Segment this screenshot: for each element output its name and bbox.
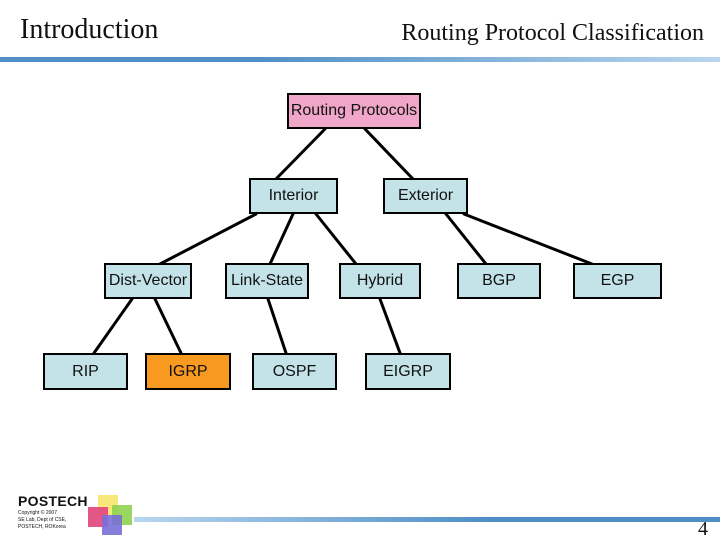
top-divider <box>0 57 720 62</box>
postech-logo: POSTECH Copyright © 2007 SE Lab, Dept of… <box>14 493 144 538</box>
slide-title: Routing Protocol Classification <box>401 20 704 46</box>
copyright-line-2: SE Lab, Dept of CSE, <box>18 517 67 523</box>
copyright-line-1: Copyright © 2007 <box>18 510 57 516</box>
edge-hybrid-eigrp <box>378 297 402 355</box>
edge-exterior-egp <box>462 212 594 266</box>
edge-interior-distvector <box>158 212 258 266</box>
edge-exterior-bgp <box>444 212 488 266</box>
logo-squares-icon <box>86 493 136 538</box>
logo-text: POSTECH <box>18 493 88 509</box>
page-number: 4 <box>698 518 708 540</box>
edge-root-exterior <box>363 127 415 181</box>
node-eigrp: EIGRP <box>365 353 451 390</box>
node-interior: Interior <box>249 178 338 214</box>
edge-interior-linkstate <box>268 212 295 266</box>
edge-interior-hybrid <box>314 212 358 266</box>
section-title: Introduction <box>20 14 159 45</box>
node-hybrid: Hybrid <box>339 263 421 299</box>
edge-distvector-rip <box>92 297 134 355</box>
node-exterior: Exterior <box>383 178 468 214</box>
edge-root-interior <box>274 127 327 181</box>
node-igrp: IGRP <box>145 353 231 390</box>
bottom-divider <box>134 517 720 522</box>
node-dist-vector: Dist-Vector <box>104 263 192 299</box>
node-ospf: OSPF <box>252 353 337 390</box>
node-egp: EGP <box>573 263 662 299</box>
edge-linkstate-ospf <box>266 297 288 355</box>
copyright-line-3: POSTECH, ROKorea <box>18 524 66 530</box>
node-link-state: Link-State <box>225 263 309 299</box>
node-routing-protocols: Routing Protocols <box>287 93 421 129</box>
node-bgp: BGP <box>457 263 541 299</box>
node-rip: RIP <box>43 353 128 390</box>
edge-distvector-igrp <box>153 297 183 355</box>
